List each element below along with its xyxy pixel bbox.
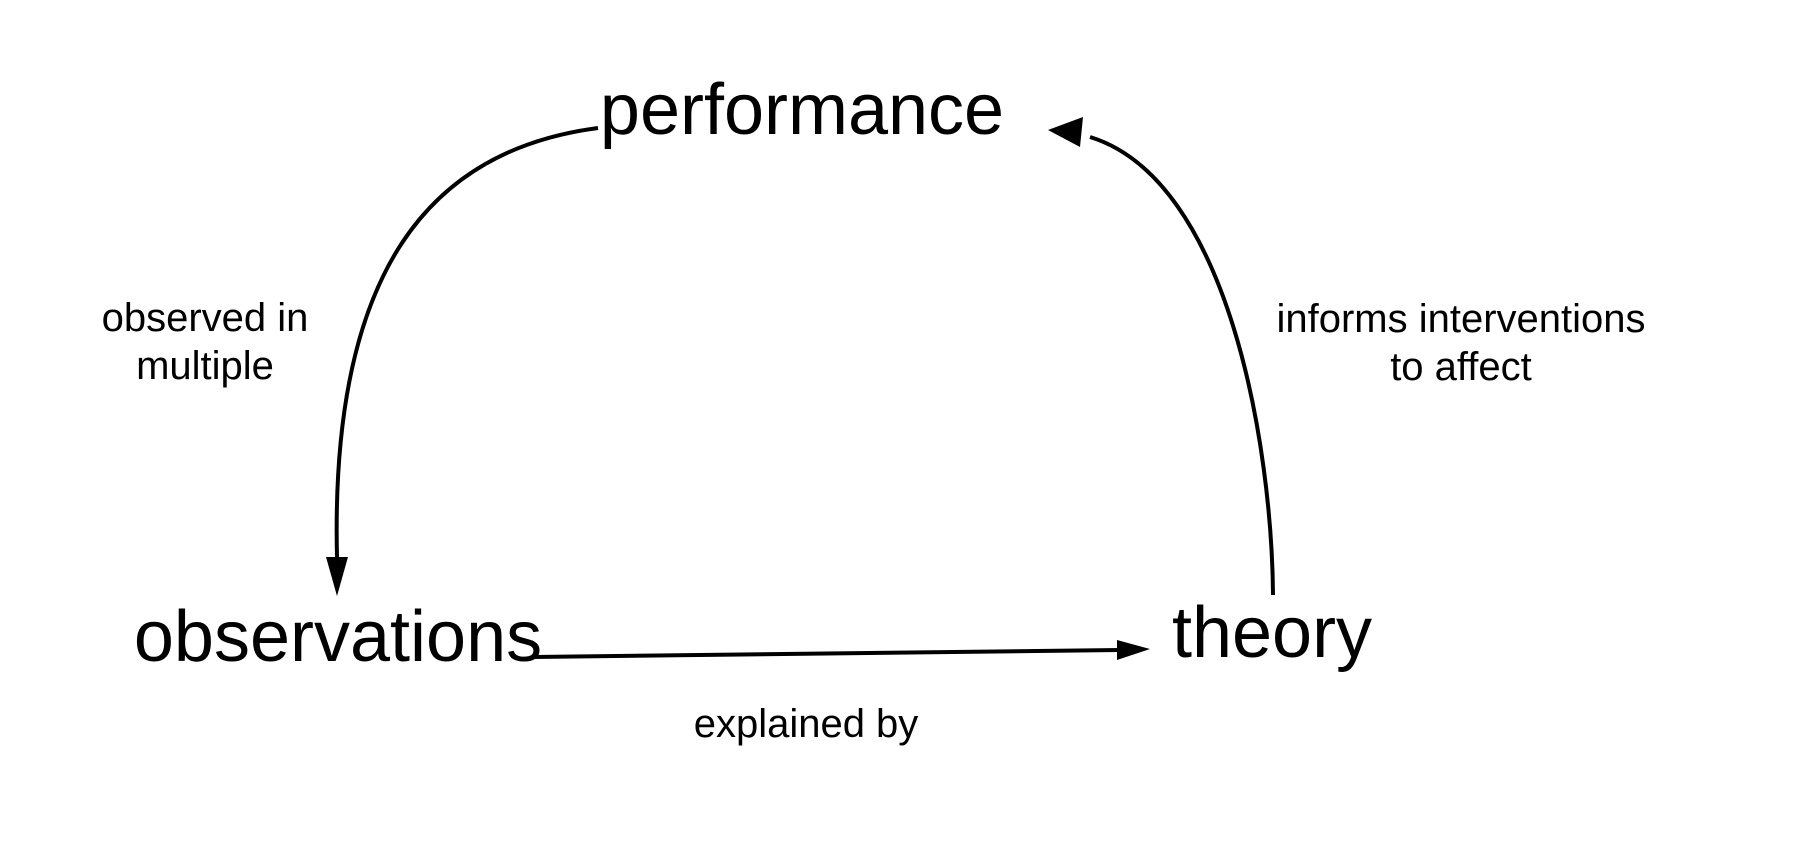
edge-label-informs-interventions: informs interventions to affect <box>1276 295 1645 391</box>
arrowhead-right-icon <box>1117 640 1150 660</box>
node-theory: theory <box>1171 593 1373 673</box>
edge-label-line: observed in <box>101 296 309 340</box>
edge-label-line: informs interventions <box>1276 297 1646 341</box>
arrow-theory-to-performance <box>1089 135 1275 596</box>
arrow-performance-to-observations <box>334 126 599 558</box>
node-observations: observations <box>133 597 543 677</box>
edge-label-observed-in-multiple: observed in multiple <box>102 294 309 390</box>
arrow-observations-to-theory <box>532 648 1121 659</box>
edge-label-explained-by: explained by <box>693 702 919 746</box>
arrowhead-left-icon <box>1048 117 1083 147</box>
edge-label-line: to affect <box>1390 345 1532 389</box>
arrowhead-down-icon <box>326 557 348 596</box>
node-performance: performance <box>599 70 1005 150</box>
edge-label-line: multiple <box>136 344 274 388</box>
